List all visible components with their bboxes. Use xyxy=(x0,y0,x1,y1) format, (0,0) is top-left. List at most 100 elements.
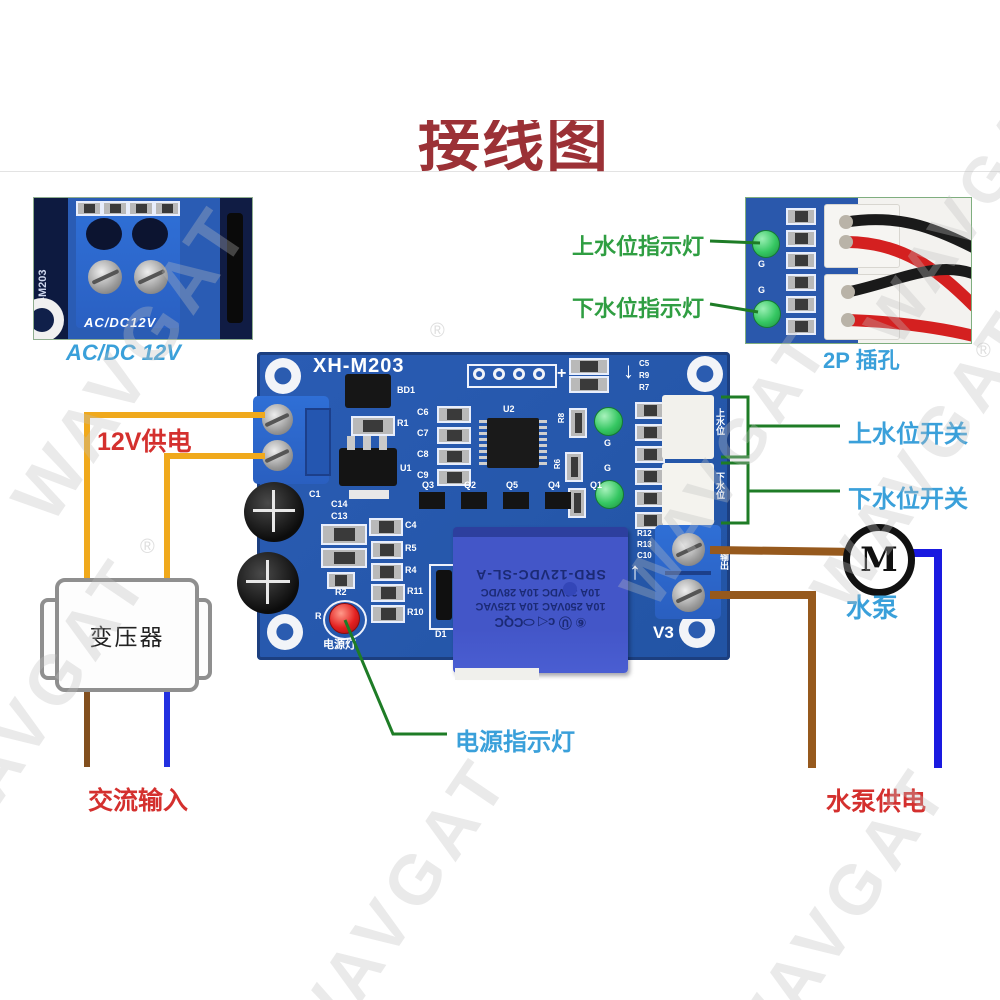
inset-power-input-photo: XH-M203 AC/DC12V xyxy=(33,197,253,340)
c10-label: C10 xyxy=(637,551,652,560)
lower-level-led xyxy=(595,480,624,509)
r-label: R xyxy=(315,611,322,621)
power-led xyxy=(329,603,360,634)
c1-label: C1 xyxy=(309,489,321,499)
r1-label: R1 xyxy=(397,418,409,428)
page-title-text: 接线图 xyxy=(418,120,611,179)
bd1-label: BD1 xyxy=(397,385,416,395)
upper-led-g: G xyxy=(604,438,612,448)
c9-label: C9 xyxy=(417,470,429,480)
r8-label: R8 xyxy=(557,412,567,424)
motor-letter: M xyxy=(860,540,898,580)
lower-connector-silk: 下水位 xyxy=(715,472,725,499)
program-header xyxy=(467,364,557,388)
upper-level-led xyxy=(594,407,623,436)
upper-switch-label: 上水位开关 xyxy=(848,421,968,448)
ac-input-label: 交流输入 xyxy=(88,787,189,815)
q4-label: Q4 xyxy=(548,480,561,490)
relay-logos: ⑥ Ⓤ c◁ ⬭CQC xyxy=(494,615,587,630)
inset-probe-sockets-photo: G G xyxy=(745,197,972,344)
u1-label: U1 xyxy=(400,463,412,473)
lower-led-label: 下水位指示灯 xyxy=(572,296,705,321)
diode-d1 xyxy=(436,570,452,620)
u1-leg3 xyxy=(379,436,387,450)
silk-up-arrow: ↑ xyxy=(629,558,641,585)
power-led-silk: 电源灯 xyxy=(323,639,356,651)
u2-label: U2 xyxy=(503,404,515,414)
c4-label: C4 xyxy=(405,520,417,530)
u2-pins-left xyxy=(479,420,487,466)
inset2-upper-led xyxy=(752,230,780,258)
c5-label: C5 xyxy=(639,359,650,368)
inset1-terminal-hole-left xyxy=(86,218,122,250)
r2-label: R2 xyxy=(335,587,347,597)
relay-rating-ac: 10A 250VAC 10A 125VAC xyxy=(475,600,606,613)
registered-mark-1: ® xyxy=(430,320,445,342)
inset1-capacitor-silhouette xyxy=(227,213,243,323)
q2-body xyxy=(461,492,487,509)
voltage-regulator xyxy=(339,448,397,486)
lower-switch-connector xyxy=(662,463,714,525)
q3-body xyxy=(419,492,445,509)
r12-label: R12 xyxy=(637,529,652,538)
plus-mark: + xyxy=(557,365,567,382)
upper-switch-connector xyxy=(662,395,714,459)
page-seam-line xyxy=(0,171,1000,172)
relay-bottom-sticker xyxy=(455,668,539,680)
inset2-upper-led-label: G xyxy=(758,259,766,269)
inset-power-input-caption: AC/DC 12V xyxy=(66,340,181,365)
upper-connector-silk: 上水位 xyxy=(715,408,725,435)
q2-label: Q2 xyxy=(464,480,477,490)
lower-led-g: G xyxy=(604,463,612,473)
v3-label: V3 xyxy=(653,623,674,642)
inset1-mount-hole-center xyxy=(34,308,54,332)
inset-probe-sockets-caption: 2P 插孔 xyxy=(823,348,900,373)
c7-label: C7 xyxy=(417,428,429,438)
u2-pins-right xyxy=(539,420,547,466)
power-led-pointer-label: 电源指示灯 xyxy=(455,729,575,756)
inset1-terminal-silkscreen: AC/DC12V xyxy=(84,315,157,330)
pump-motor: M xyxy=(843,524,915,596)
cap-c2-cross-v xyxy=(266,560,269,604)
registered-mark-3: ® xyxy=(976,340,991,362)
upper-led-label: 上水位指示灯 xyxy=(572,234,705,259)
c14-label: C14 xyxy=(331,499,348,509)
mcu-ic xyxy=(487,418,539,468)
pump-label: 水泵 xyxy=(846,593,899,623)
d1-label: D1 xyxy=(435,629,447,639)
r11-label: R11 xyxy=(407,586,424,596)
u1-leg2 xyxy=(363,436,371,450)
transformer-label: 变压器 xyxy=(89,624,165,650)
output-terminal-divider xyxy=(665,571,711,575)
pcb-model-text: XH-M203 xyxy=(313,355,405,377)
registered-mark-2: ® xyxy=(140,536,155,558)
watermark-3: WAVGAT xyxy=(267,742,526,1000)
r6-label: R6 xyxy=(553,458,563,470)
c6-label: C6 xyxy=(417,407,429,417)
silk-down-arrow: ↓ xyxy=(623,358,634,383)
r10-label: R10 xyxy=(407,607,424,617)
cap-c1-cross-v xyxy=(272,490,275,532)
r13-label: R13 xyxy=(637,540,652,549)
pump-supply-label: 水泵供电 xyxy=(826,788,927,816)
r5-label: R5 xyxy=(405,543,417,553)
inset2-lower-led-label: G xyxy=(758,285,766,295)
output-silk: 输出 xyxy=(719,552,729,570)
q5-label: Q5 xyxy=(506,480,519,490)
u1-pad xyxy=(349,490,389,499)
inset1-terminal-hole-right xyxy=(132,218,168,250)
u1-leg1 xyxy=(347,436,355,450)
page-title: 接线图 xyxy=(410,120,620,180)
relay-dimple xyxy=(563,582,577,596)
q3-label: Q3 xyxy=(422,480,435,490)
bridge-rectifier xyxy=(345,374,391,408)
r4-label: R4 xyxy=(405,565,417,575)
q5-body xyxy=(503,492,529,509)
c13-label: C13 xyxy=(331,511,348,521)
relay-model: SRD-12VDC-SL-A xyxy=(475,566,606,583)
main-pcb-photo: XH-M203 BD1 R1 U1 C6 C7 C8 C9 + xyxy=(237,352,730,680)
transformer-box: 变压器 xyxy=(55,578,199,692)
r9-label: R9 xyxy=(639,371,650,380)
q4-body xyxy=(545,492,571,509)
